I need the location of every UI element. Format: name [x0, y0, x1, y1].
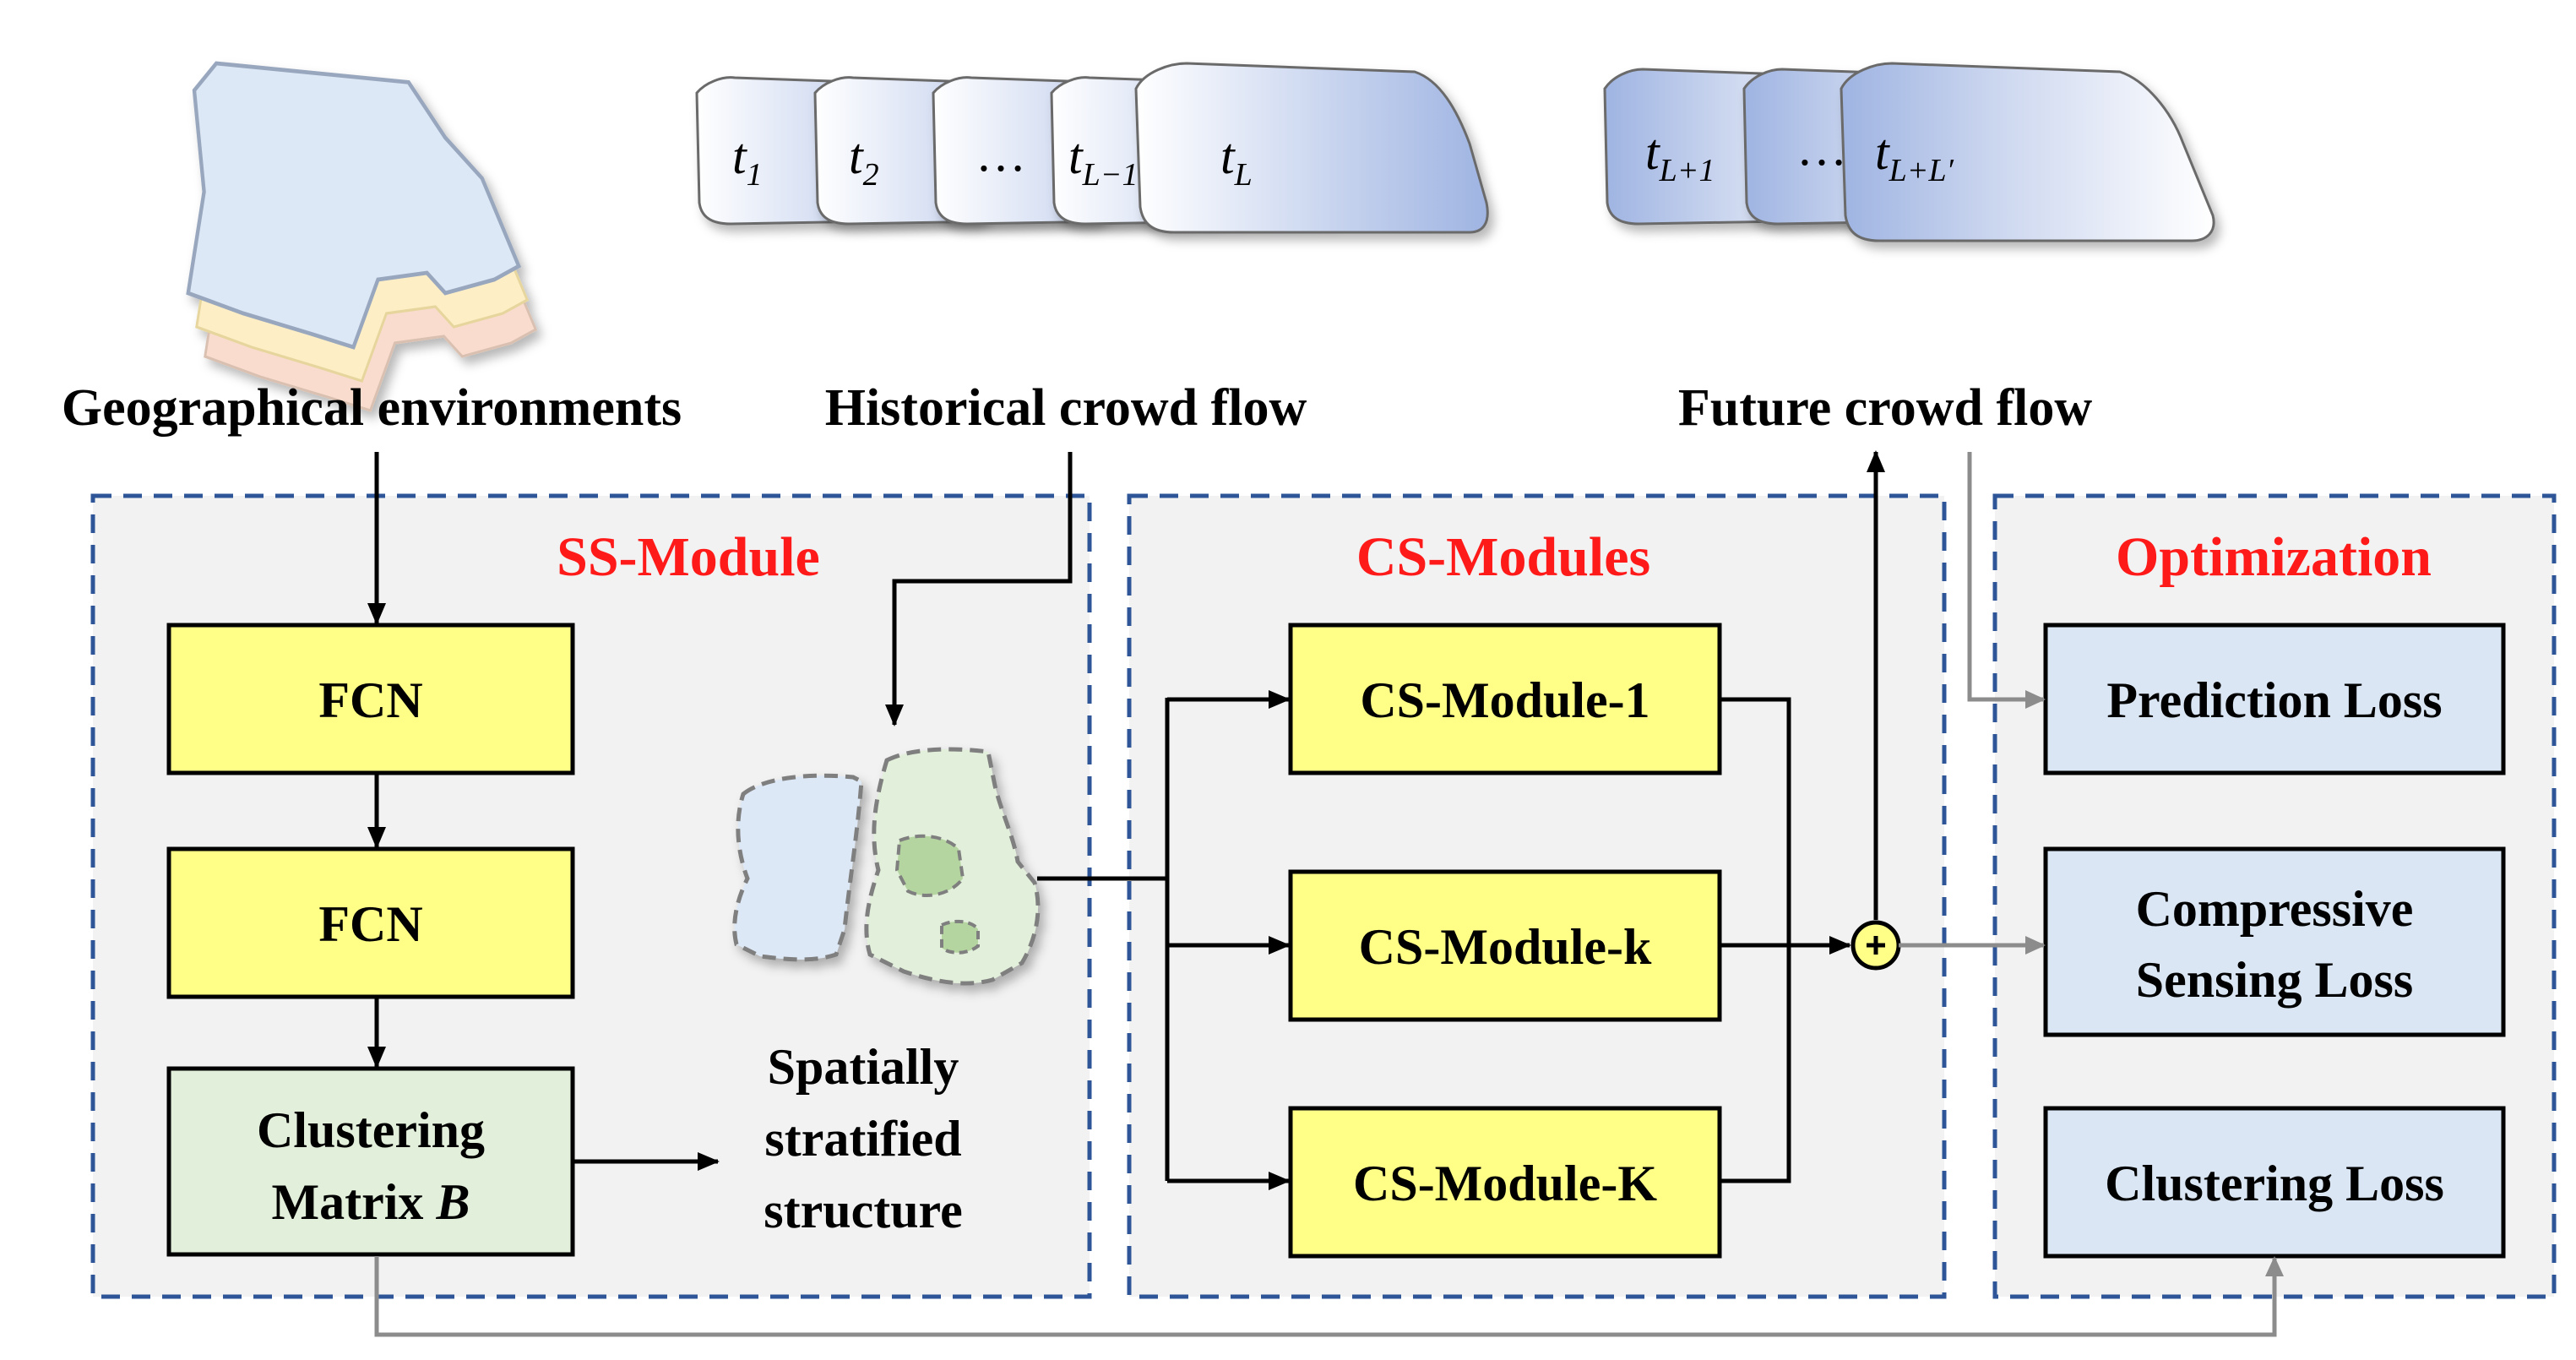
- structure-label-line3: structure: [764, 1183, 963, 1238]
- cs-module-box-K: [1288, 1106, 1722, 1259]
- fcn-label-2: FCN: [318, 896, 422, 952]
- historical-flow-label: Historical crowd flow: [825, 379, 1307, 437]
- cs-module-label-k: CS-Module-k: [1359, 919, 1652, 975]
- optimization-title: Optimization: [2116, 526, 2432, 588]
- sum-node: [1850, 920, 1901, 971]
- cs-loss-label-line1: Compressive: [2136, 881, 2414, 937]
- arrow-clustering-to-clustering-loss: [374, 1256, 2284, 1337]
- svg-text:tL−1: tL−1: [1068, 128, 1138, 193]
- structure-label-line2: stratified: [764, 1111, 961, 1167]
- cs-loss-label-line2: Sensing Loss: [2136, 952, 2413, 1008]
- future-flow-label: Future crowd flow: [1678, 379, 2092, 437]
- geo-layers-icon: [188, 63, 537, 412]
- stratified-structure-icon: [732, 747, 1041, 986]
- future-frame-3: tL+L′: [1840, 62, 2215, 242]
- merge-line: [1720, 697, 1791, 1183]
- clustering-loss-label: Clustering Loss: [2105, 1156, 2444, 1211]
- cs-modules-title: CS-Modules: [1356, 526, 1650, 588]
- cs-module-box-k: [1288, 869, 1722, 1022]
- future-flow-frames: tL+1 … tL+L′: [1603, 62, 2215, 242]
- fcn-label-1: FCN: [318, 672, 422, 728]
- ss-module-title: SS-Module: [557, 526, 820, 588]
- fcn-box-2: [166, 846, 575, 999]
- arrow-future-to-prediction-loss: [1967, 452, 2046, 709]
- clustering-label-line1: Clustering: [257, 1102, 485, 1158]
- historical-frame-5: tL: [1134, 62, 1489, 234]
- svg-text:…: …: [976, 126, 1026, 182]
- clustering-loss-box: [2043, 1106, 2506, 1259]
- arrow-historical-to-structure: [885, 452, 1073, 726]
- svg-text:tL: tL: [1220, 128, 1253, 193]
- svg-text:…: …: [1796, 120, 1847, 176]
- gray-loss-arrows: [374, 452, 2284, 1337]
- prediction-loss-label: Prediction Loss: [2106, 672, 2442, 728]
- structure-label-line1: Spatially: [768, 1039, 959, 1095]
- svg-text:tL+L′: tL+L′: [1875, 124, 1954, 188]
- cs-module-label-1: CS-Module-1: [1360, 672, 1649, 728]
- cs-module-label-K: CS-Module-K: [1353, 1156, 1657, 1211]
- svg-text:t2: t2: [849, 128, 879, 193]
- compressive-sensing-loss-box: [2043, 846, 2506, 1037]
- geo-environments-label: Geographical environments: [62, 379, 682, 437]
- fcn-box-1: [166, 623, 575, 775]
- svg-text:t1: t1: [732, 128, 763, 193]
- clustering-label-line2: Matrix B: [272, 1174, 470, 1230]
- prediction-loss-box: [2043, 623, 2506, 775]
- black-flow-arrows: [367, 450, 1885, 1190]
- historical-flow-frames: t1 t2 … tL−1 tL: [695, 62, 1489, 234]
- svg-text:tL+1: tL+1: [1645, 124, 1715, 188]
